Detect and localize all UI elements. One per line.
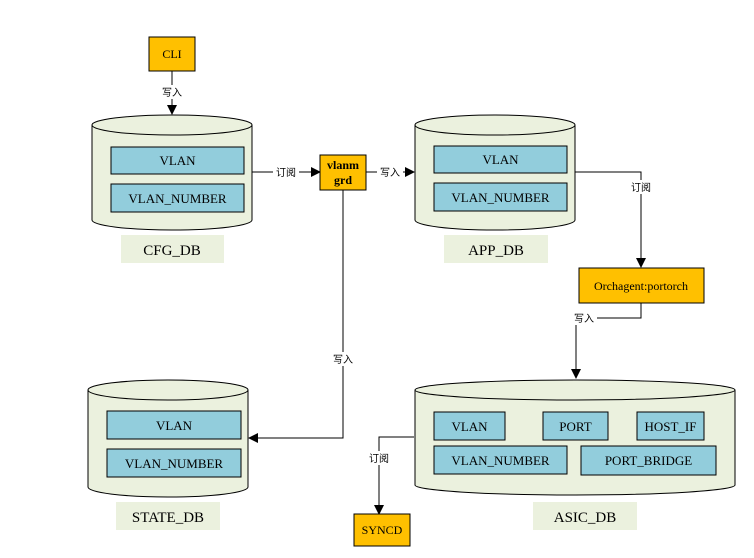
state-db-cylinder — [87, 390, 249, 498]
app-db-table-vlan-number — [433, 182, 568, 212]
state-db-table-vlan-number-label: VLAN_NUMBER — [125, 456, 224, 471]
asic-db-table-port-bridge — [580, 445, 717, 476]
asic-db-table-host-if — [636, 411, 705, 441]
app-db-table-vlan-number-label: VLAN_NUMBER — [451, 190, 550, 205]
asic-db-table-port-label: PORT — [559, 419, 592, 434]
cfg-db-cylinder — [91, 125, 253, 231]
cfg-db-table-vlan — [110, 146, 245, 175]
edge-app-to-orchagent — [575, 171, 646, 268]
edge-orchagent-to-asic — [571, 303, 642, 379]
app-db-table-vlan-label: VLAN — [482, 152, 519, 167]
process-vlanmgrd-label-line2: grd — [334, 173, 352, 187]
cfg-db-table-vlan-label: VLAN — [159, 153, 196, 168]
process-syncd-label: SYNCD — [362, 523, 403, 537]
state-db-table-vlan — [106, 410, 242, 440]
asic-db-table-vlan-label: VLAN — [451, 419, 488, 434]
edge-label-cli-to-cfg: 写入 — [162, 87, 182, 99]
edge-vlanmgrd-to-state — [248, 190, 344, 443]
state-db-table-vlan-number — [106, 448, 242, 478]
edge-label-app-to-orchagent: 订阅 — [631, 181, 651, 194]
process-vlanmgrd: vlanm grd — [319, 154, 367, 191]
cfg-db-name: CFG_DB — [143, 243, 201, 259]
asic-db-name: ASIC_DB — [554, 510, 617, 526]
process-orchagent: Orchagent:portorch — [578, 267, 705, 304]
cfg-db-name-bg — [121, 235, 224, 263]
state-db-table-vlan-label: VLAN — [156, 418, 193, 433]
app-db-name: APP_DB — [468, 243, 524, 259]
state-db-name: STATE_DB — [132, 510, 204, 526]
asic-db-cylinder — [414, 390, 736, 496]
app-db-table-vlan — [433, 145, 568, 174]
edge-label-vlanmgrd-to-state: 写入 — [333, 354, 353, 366]
asic-db-name-bg — [533, 502, 637, 530]
asic-db-table-vlan — [433, 411, 506, 441]
asic-db-table-host-if-label: HOST_IF — [644, 419, 696, 434]
app-db-name-bg — [444, 235, 548, 263]
asic-db-table-vlan-number-label: VLAN_NUMBER — [451, 453, 550, 468]
edge-labels: 写入 订阅 写入 订阅 写入 写入 订阅 — [160, 85, 653, 465]
process-syncd: SYNCD — [353, 513, 411, 547]
edge-label-asic-to-syncd: 订阅 — [369, 452, 389, 465]
asic-db-table-port — [542, 411, 609, 441]
process-orchagent-label: Orchagent:portorch — [594, 279, 688, 293]
edge-label-cfg-to-vlanmgrd: 订阅 — [276, 166, 296, 179]
edge-label-orchagent-to-asic: 写入 — [574, 313, 594, 325]
cfg-db-table-vlan-number — [110, 183, 245, 213]
cfg-db-table-vlan-number-label: VLAN_NUMBER — [128, 191, 227, 206]
asic-db-table-port-bridge-label: PORT_BRIDGE — [605, 453, 692, 468]
connectors — [167, 71, 646, 515]
app-db: VLAN VLAN_NUMBER APP_DB — [414, 114, 576, 263]
app-db-cylinder — [414, 125, 576, 231]
edge-asic-to-syncd — [374, 436, 414, 515]
asic-db: VLAN PORT HOST_IF VLAN_NUMBER PORT_BRIDG… — [414, 379, 736, 530]
cfg-db: VLAN VLAN_NUMBER CFG_DB — [91, 114, 253, 263]
process-cli-label: CLI — [162, 47, 181, 61]
asic-db-table-vlan-number — [433, 445, 568, 475]
process-cli: CLI — [148, 36, 196, 72]
state-db: VLAN VLAN_NUMBER STATE_DB — [87, 379, 249, 530]
process-vlanmgrd-label-line1: vlanm — [327, 158, 359, 172]
edge-label-vlanmgrd-to-app: 写入 — [380, 167, 400, 179]
state-db-name-bg — [116, 502, 220, 530]
